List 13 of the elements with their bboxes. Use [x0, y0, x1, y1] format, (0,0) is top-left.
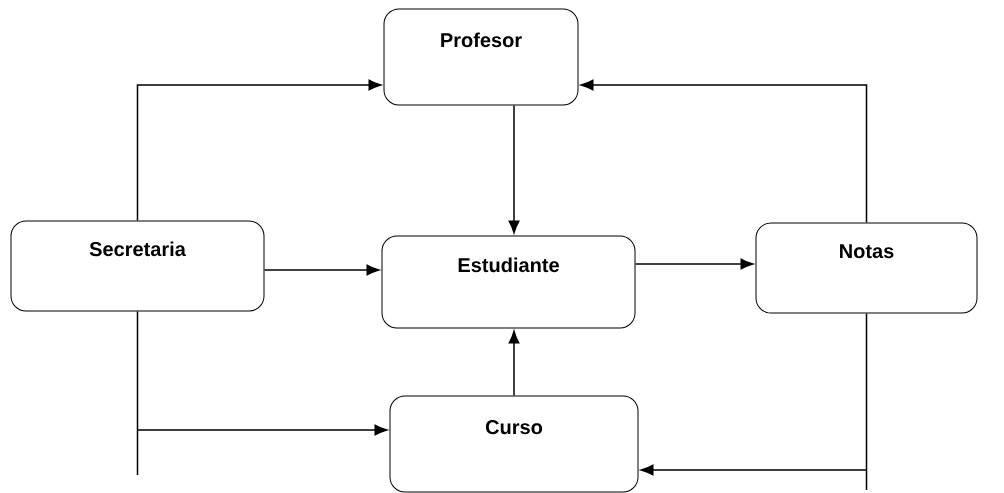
- arrow: [136, 310, 388, 476]
- arrow: [634, 258, 754, 270]
- process-box: Estudiante: [381, 235, 636, 329]
- process-box: Secretaria: [10, 220, 265, 312]
- arrow: [580, 79, 868, 224]
- arrow: [640, 312, 868, 491]
- process-box: Notas: [755, 222, 978, 314]
- arrow: [263, 264, 380, 276]
- arrow: [136, 79, 382, 222]
- process-box: Profesor: [383, 8, 579, 106]
- arrow: [508, 330, 520, 397]
- arrow: [508, 104, 520, 234]
- process-box: Curso: [389, 395, 639, 493]
